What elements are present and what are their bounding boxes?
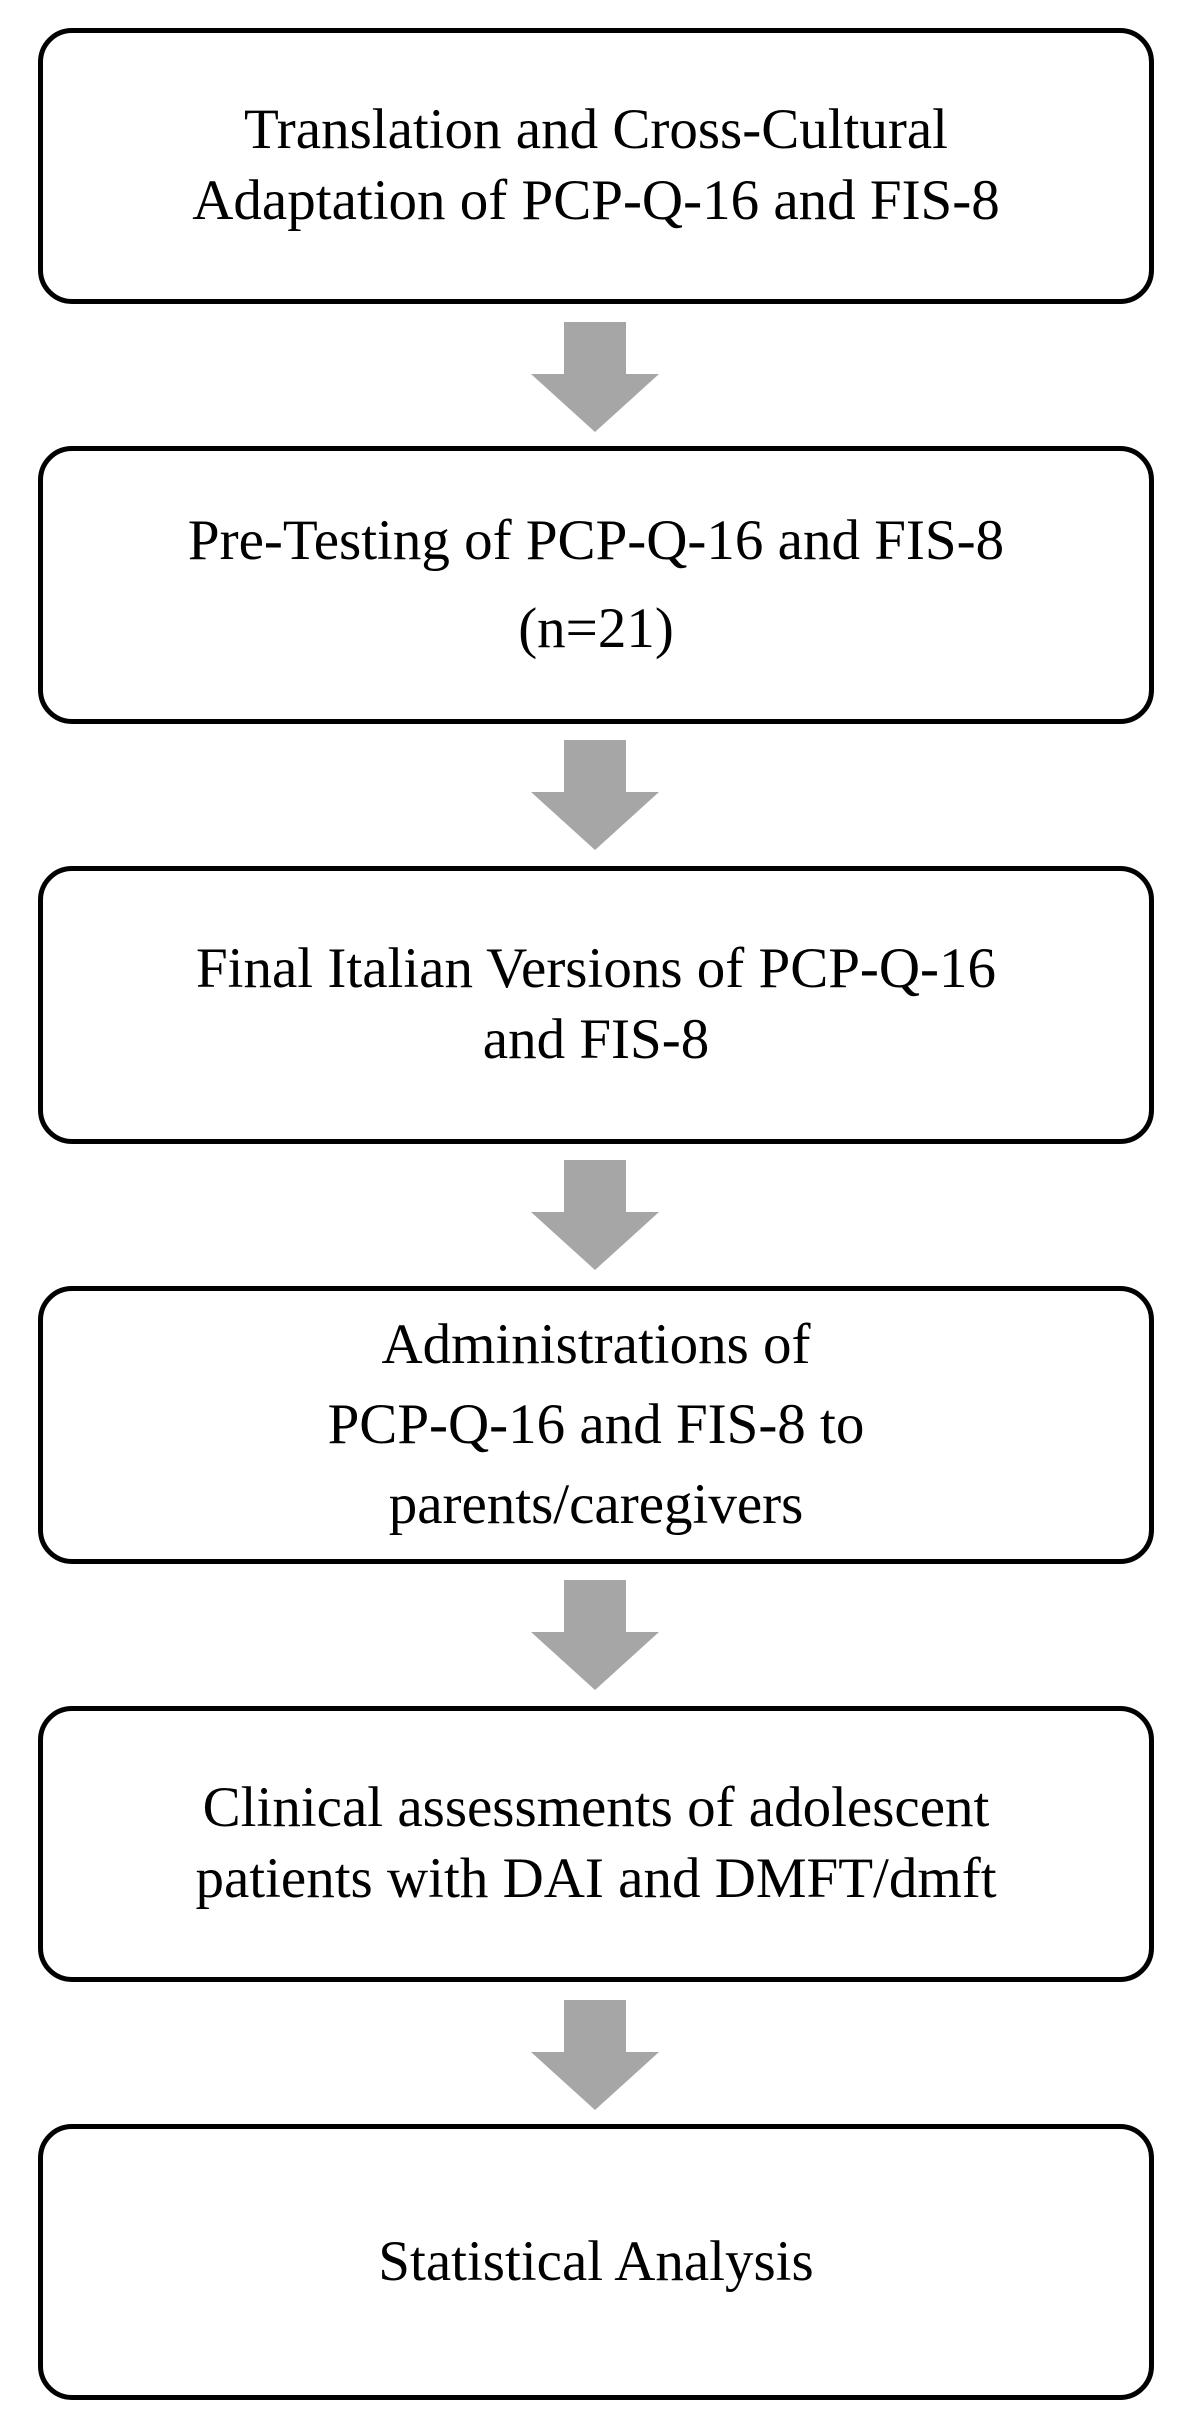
step-text-line: (n=21) [518, 597, 674, 660]
flow-step-administration: Administrations of PCP-Q-16 and FIS-8 to… [38, 1286, 1154, 1564]
step-text-line: and FIS-8 [482, 1008, 710, 1071]
step-text-line: Administrations of [381, 1313, 811, 1377]
step-text-line: Statistical Analysis [378, 2229, 814, 2293]
down-arrow-icon [531, 2000, 659, 2110]
step-text-line: patients with DAI and DMFT/dmft [195, 1847, 997, 1910]
step-text-line: PCP-Q-16 and FIS-8 to [327, 1393, 865, 1457]
step-text-line: Adaptation of PCP-Q-16 and FIS-8 [192, 169, 1000, 232]
down-arrow-icon [531, 740, 659, 850]
down-arrow-icon [531, 322, 659, 432]
flow-step-statistical-analysis: Statistical Analysis [38, 2124, 1154, 2400]
step-text-line: Final Italian Versions of PCP-Q-16 [195, 937, 997, 1001]
step-text-line: parents/caregivers [388, 1472, 804, 1536]
step-text-line: Pre-Testing of PCP-Q-16 and FIS-8 [187, 508, 1005, 572]
flow-step-pre-testing: Pre-Testing of PCP-Q-16 and FIS-8 (n=21) [38, 446, 1154, 724]
down-arrow-icon [531, 1580, 659, 1690]
step-text-line: Clinical assessments of adolescent [202, 1776, 990, 1840]
step-text-line: Translation and Cross-Cultural [243, 98, 949, 162]
flow-step-final-versions: Final Italian Versions of PCP-Q-16 and F… [38, 866, 1154, 1144]
flow-step-translation: Translation and Cross-Cultural Adaptatio… [38, 28, 1154, 304]
down-arrow-icon [531, 1160, 659, 1270]
flow-step-clinical-assessment: Clinical assessments of adolescent patie… [38, 1706, 1154, 1982]
